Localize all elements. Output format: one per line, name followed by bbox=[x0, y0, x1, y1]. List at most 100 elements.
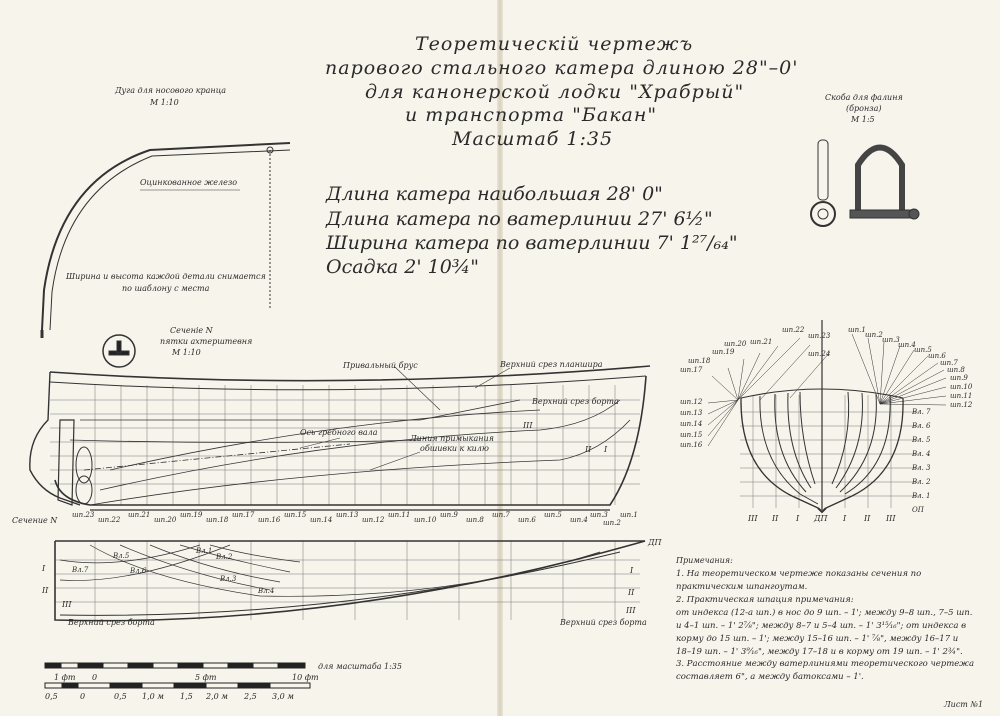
body-frame-label: шп.12 bbox=[680, 398, 703, 406]
profile-roman-3: III bbox=[523, 421, 533, 430]
frame-label: шп.8 bbox=[466, 516, 484, 524]
frame-label: шп.3 bbox=[590, 511, 608, 519]
scale-bottom-label: 0 bbox=[80, 692, 86, 701]
plan-roman-2-right: II bbox=[628, 588, 635, 597]
shaft-axis-label: Ось гребного вала bbox=[300, 428, 378, 437]
spec-length-overall: Длина катера наибольшая 28' 0" bbox=[326, 183, 663, 205]
shackle-scale: М 1:5 bbox=[851, 115, 875, 124]
body-frame-label: шп.23 bbox=[808, 332, 831, 340]
body-frame-label: шп.6 bbox=[928, 352, 946, 360]
plan-roman-3: III bbox=[62, 600, 72, 609]
body-waterline-label: Вл. 2 bbox=[912, 478, 931, 486]
section-subtitle: пятки ахтерштевня bbox=[160, 337, 253, 346]
scale-bottom-label: 2,0 м bbox=[206, 692, 228, 701]
title-line-1: Теоретическій чертежъ bbox=[415, 33, 694, 55]
frame-label: шп.16 bbox=[258, 516, 281, 524]
waterline-label: Вл.3 bbox=[220, 575, 237, 583]
sheer-plan bbox=[29, 365, 651, 511]
body-frame-label: шп.15 bbox=[680, 431, 703, 439]
plan-roman-1: I bbox=[42, 564, 46, 573]
waterline-label: Вл.5 bbox=[113, 552, 130, 560]
body-bottom-label: II bbox=[864, 514, 871, 523]
bow-arc-scale: М 1:10 bbox=[150, 98, 179, 107]
body-frame-label: шп.5 bbox=[914, 346, 932, 354]
body-frame-label: шп.3 bbox=[882, 336, 900, 344]
body-waterline-label: ОП bbox=[912, 506, 924, 514]
body-bottom-label: I bbox=[796, 514, 800, 523]
frame-label: шп.7 bbox=[492, 511, 510, 519]
scale-top-label: 1 фт bbox=[54, 673, 76, 682]
body-bottom-label: III bbox=[886, 514, 896, 523]
body-waterline-label: Вл. 1 bbox=[912, 492, 931, 500]
centerline-label: ДП bbox=[648, 538, 662, 547]
shackle-material: (бронза) bbox=[846, 104, 882, 113]
frame-label: шп.12 bbox=[362, 516, 385, 524]
body-plan bbox=[707, 320, 947, 514]
body-frame-label: шп.24 bbox=[808, 350, 831, 358]
section-scale: М 1:10 bbox=[172, 348, 201, 357]
shackle-drawing bbox=[810, 139, 920, 227]
plan-roman-1-right: I bbox=[630, 566, 634, 575]
body-bottom-label: II bbox=[772, 514, 779, 523]
page-fold bbox=[497, 0, 503, 716]
section-symbol bbox=[102, 334, 136, 368]
body-frame-label: шп.1 bbox=[848, 326, 866, 334]
frame-label: шп.22 bbox=[98, 516, 121, 524]
plank-line-label-2: обшивки к килю bbox=[420, 444, 489, 453]
body-frame-label: шп.12 bbox=[950, 401, 973, 409]
shackle-title: Скоба для фалиня bbox=[825, 93, 903, 102]
body-frame-label: шп.22 bbox=[782, 326, 805, 334]
section-title: Сеченіе N bbox=[170, 326, 213, 335]
body-bottom-label: ДП bbox=[814, 514, 828, 523]
upper-gunwale-label: Верхний срез планшира bbox=[500, 360, 603, 369]
frame-label: шп.11 bbox=[388, 511, 411, 519]
body-frame-label: шп.21 bbox=[750, 338, 773, 346]
frame-label: шп.19 bbox=[180, 511, 203, 519]
body-bottom-label: I bbox=[843, 514, 847, 523]
waterline-label: Вл.1 bbox=[196, 547, 213, 555]
body-frame-label: шп.19 bbox=[712, 348, 735, 356]
body-bottom-label: III bbox=[748, 514, 758, 523]
bow-arc-title: Дуга для носового кранца bbox=[115, 86, 227, 95]
half-breadth-plan bbox=[54, 540, 646, 622]
body-frame-label: шп.8 bbox=[947, 366, 965, 374]
frame-label: шп.21 bbox=[128, 511, 151, 519]
frame-label: шп.9 bbox=[440, 511, 458, 519]
frame-label: шп.10 bbox=[414, 516, 437, 524]
waterline-label: Вл.2 bbox=[216, 553, 233, 561]
profile-roman-2: II bbox=[585, 445, 592, 454]
title-line-2: парового стального катера длиною 28"–0' bbox=[325, 57, 799, 79]
scale-bottom-label: 0,5 bbox=[114, 692, 127, 701]
spec-length-waterline: Длина катера по ватерлинии 27' 6½" bbox=[326, 208, 713, 230]
scale-bottom-label: 1,0 м bbox=[142, 692, 164, 701]
body-frame-label: шп.11 bbox=[950, 392, 973, 400]
frame-label: шп.1 bbox=[620, 511, 638, 519]
waterline-label: Вл.4 bbox=[258, 587, 275, 595]
spec-draft: Осадка 2' 10¾" bbox=[326, 256, 479, 278]
plan-roman-3-right: III bbox=[626, 606, 636, 615]
body-frame-label: шп.4 bbox=[898, 341, 916, 349]
frame-label: шп.13 bbox=[336, 511, 359, 519]
plan-upper-side-left: Верхний срез борта bbox=[68, 618, 155, 627]
title-line-3: для канонерской лодки "Храбрый" bbox=[365, 81, 745, 103]
bow-arc-iron-label: Оцинкованное железо bbox=[140, 178, 238, 187]
body-frame-label: шп.10 bbox=[950, 383, 973, 391]
plan-roman-2: II bbox=[42, 586, 49, 595]
scale-bar-caption: для масштаба 1:35 bbox=[318, 662, 402, 671]
frame-label: шп.6 bbox=[518, 516, 536, 524]
frame-label: шп.2 bbox=[603, 519, 621, 527]
body-waterline-label: Вл. 3 bbox=[912, 464, 931, 472]
frame-label: шп.23 bbox=[72, 511, 95, 519]
scale-bottom-label: 3,0 м bbox=[272, 692, 294, 701]
body-frame-label: шп.16 bbox=[680, 441, 703, 449]
note-3: 3. Расстояние между ватерлиниями теорети… bbox=[676, 659, 975, 682]
title-line-4: и транспорта "Бакан" bbox=[405, 104, 658, 126]
body-frame-label: шп.13 bbox=[680, 409, 703, 417]
body-frame-label: шп.14 bbox=[680, 420, 703, 428]
section-side-label: Сечение N bbox=[12, 516, 58, 525]
body-frame-label: шп.7 bbox=[940, 359, 958, 367]
sheet-number: Лист №1 bbox=[944, 700, 984, 709]
body-waterline-label: Вл. 7 bbox=[912, 408, 931, 416]
body-waterline-label: Вл. 6 bbox=[912, 422, 931, 430]
frame-label: шп.5 bbox=[544, 511, 562, 519]
